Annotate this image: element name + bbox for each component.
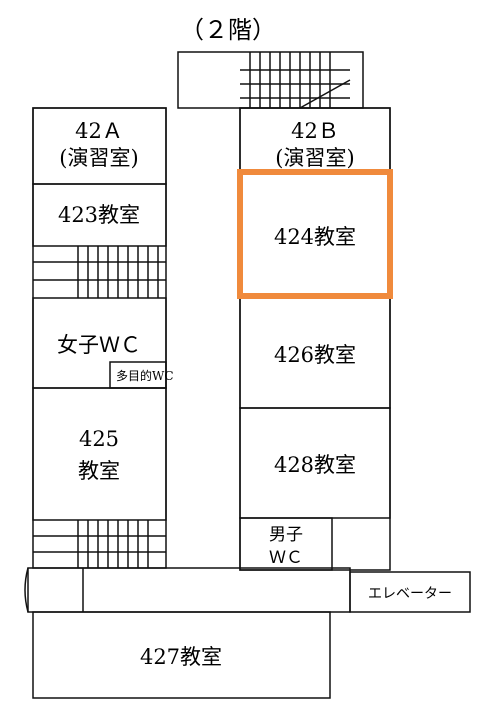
room-42b-label: 42Ｂ xyxy=(291,119,339,143)
room-multi-wc-label: 多目的WC xyxy=(116,368,174,383)
room-men-wc-label: 男子 xyxy=(269,525,303,545)
room-425-outline xyxy=(32,387,167,521)
corridor-curve xyxy=(24,567,29,613)
room-423-outline xyxy=(32,183,167,247)
room-423-label: 423教室 xyxy=(58,203,140,227)
room-men-wc-outline xyxy=(239,517,333,571)
room-men-wc-sublabel: ＷＣ xyxy=(269,548,303,568)
room-425-label: 425 xyxy=(79,427,119,451)
room-425-sublabel: 教室 xyxy=(78,459,120,483)
elevator-label: エレベーター xyxy=(368,586,452,602)
room-42a-sublabel: (演習室) xyxy=(59,146,138,170)
room-42a-label: 42Ａ xyxy=(75,119,123,143)
floor-label: （２階） xyxy=(180,16,276,44)
room-428-label: 428教室 xyxy=(274,453,356,477)
room-424-label: 424教室 xyxy=(274,225,356,249)
stairs-left-mid-icon xyxy=(33,246,166,298)
bottom-corridor xyxy=(27,567,351,613)
room-427-outline xyxy=(32,611,331,699)
room-426-label: 426教室 xyxy=(274,343,356,367)
stairs-top-icon xyxy=(240,52,351,109)
elevator-box xyxy=(349,571,471,613)
room-42b-sublabel: (演習室) xyxy=(275,146,354,170)
room-424-highlight[interactable] xyxy=(237,169,393,299)
stairs-left-bottom-icon xyxy=(33,520,166,568)
room-427-label: 427教室 xyxy=(140,645,222,669)
room-women-wc-label: 女子ＷＣ xyxy=(57,333,141,357)
